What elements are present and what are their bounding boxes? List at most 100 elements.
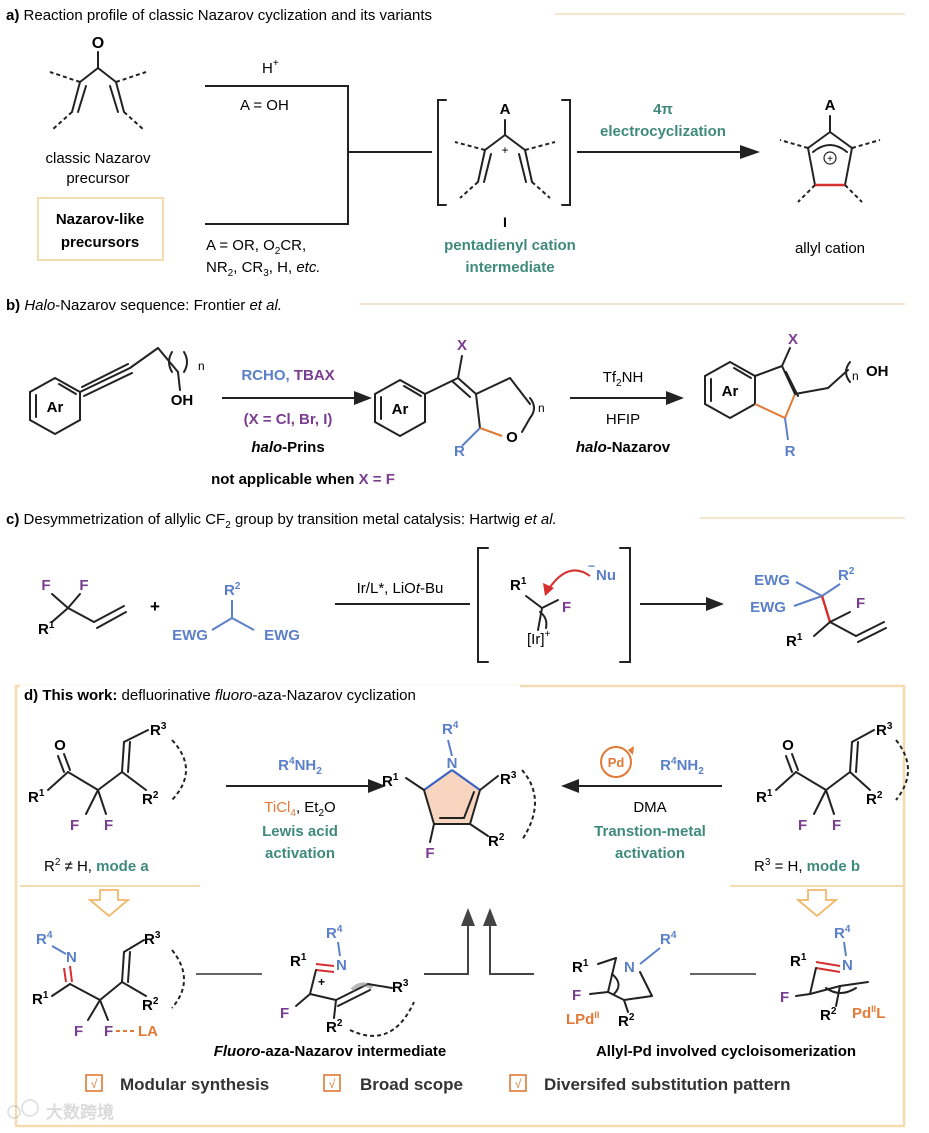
classic-precursor-label-1: classic Nazarov (45, 150, 151, 167)
svg-text:Ar: Ar (722, 383, 739, 400)
svg-text:R1: R1 (382, 772, 399, 790)
left-reagent: R4NH2 (278, 756, 322, 777)
plus-sign: + (150, 597, 160, 616)
malonate-structure: R2 EWG EWG (172, 581, 300, 644)
prins-step-label: halo-Prins (251, 439, 324, 456)
svg-text:R1: R1 (290, 952, 307, 970)
indene-product-structure: Ar X R n OH (704, 331, 889, 460)
svg-text:F: F (104, 1023, 113, 1040)
svg-text:−: − (588, 559, 595, 573)
this-work-frame (14, 684, 906, 1128)
svg-text:X: X (457, 337, 467, 354)
desymmetrized-product-structure: EWG EWG R2 F R1 (750, 566, 887, 650)
check-box-1 (85, 1074, 103, 1092)
bottom-path-line (205, 152, 349, 225)
feature-legend: √ Modular synthesis √ Broad scope √ Dive… (85, 1074, 791, 1094)
svg-text:+: + (501, 143, 508, 157)
svg-text:R3: R3 (876, 721, 893, 739)
halo-prins-product-structure: Ar X R O n (374, 337, 545, 460)
nazarov-step-label: halo-Nazarov (576, 439, 671, 456)
svg-text:R2: R2 (838, 566, 855, 584)
svg-text:Ar: Ar (392, 401, 409, 418)
svg-text:R3: R3 (150, 721, 167, 739)
svg-text:R1: R1 (756, 788, 773, 806)
svg-text:R3: R3 (392, 978, 409, 996)
svg-text:n: n (198, 359, 205, 373)
ir-conditions: Ir/L*, LiOt-Bu (357, 580, 444, 597)
lewis-acid-label-2: activation (265, 845, 335, 862)
hfip-label: HFIP (606, 411, 640, 428)
svg-text:F: F (79, 577, 88, 594)
watermark-text: 大数跨境 (46, 1102, 114, 1122)
prins-reagent: RCHO, TBAX (241, 367, 334, 384)
svg-text:R3: R3 (144, 930, 161, 948)
section-d: d) This work: defluorinative fluoro-aza-… (7, 684, 909, 1128)
svg-text:R: R (454, 443, 465, 460)
intermediate-label-1: pentadienyl cation (444, 237, 576, 254)
svg-text:+: + (318, 975, 325, 989)
svg-text:R2: R2 (820, 1006, 837, 1024)
svg-text:R4: R4 (326, 924, 343, 942)
svg-text:R1: R1 (28, 788, 45, 806)
arrow-label-4pi: 4π (653, 101, 673, 118)
svg-text:R1: R1 (790, 952, 807, 970)
svg-text:R1: R1 (786, 632, 803, 650)
svg-text:Ar: Ar (47, 399, 64, 416)
check-box-2 (323, 1074, 341, 1092)
section-a: a) Reaction profile of classic Nazarov c… (6, 7, 905, 279)
ir-allyl-intermediate: R1 F [Ir]+ − Nu (477, 547, 631, 663)
legend-diversified-substitution: Diversifed substitution pattern (544, 1075, 791, 1094)
intermediate-label-2: intermediate (465, 259, 554, 276)
allyl-cation-structure: A + (779, 97, 881, 203)
svg-text:R2: R2 (488, 832, 505, 850)
left-conditions: TiCl4, Et2O (264, 799, 335, 819)
dma-label: DMA (633, 799, 666, 816)
nazarov-like-box (37, 197, 164, 261)
svg-text:PdIIL: PdIIL (852, 1004, 885, 1022)
svg-text:N: N (336, 957, 347, 974)
section-b: b) Halo-Nazarov sequence: Frontier et al… (6, 297, 905, 488)
svg-text:LPdII: LPdII (566, 1010, 599, 1028)
svg-text:O: O (782, 737, 794, 754)
mode-a-open-arrow (87, 889, 131, 918)
mode-b-open-arrow (795, 889, 839, 918)
svg-text:A: A (500, 101, 511, 118)
fluoropyrrole-product-structure: N R4 R1 F R3 R2 (382, 720, 536, 862)
svg-text:O: O (506, 429, 518, 446)
svg-text:R1: R1 (32, 990, 49, 1008)
svg-text:F: F (41, 577, 50, 594)
svg-text:EWG: EWG (750, 599, 786, 616)
svg-text:R4: R4 (442, 720, 459, 738)
section-a-header: a) Reaction profile of classic Nazarov c… (6, 7, 432, 24)
svg-text:Pd: Pd (608, 755, 625, 770)
fluoro-aza-nazarov-intermediate: R4 N R1 + F R3 R2 (280, 924, 415, 1037)
check-mark-1: √ (91, 1077, 98, 1091)
svg-text:LA: LA (138, 1023, 158, 1040)
allylic-cf2-structure: F F R1 (38, 577, 127, 638)
svg-text:O: O (54, 737, 66, 754)
pd-allyl-open-intermediate: R4 N R1 F R2 PdIIL (780, 924, 885, 1024)
svg-text:F: F (780, 989, 789, 1006)
svg-text:N: N (842, 957, 853, 974)
svg-text:R: R (785, 443, 796, 460)
svg-text:EWG: EWG (264, 627, 300, 644)
svg-text:n: n (538, 401, 545, 415)
svg-text:R2: R2 (618, 1012, 635, 1030)
check-mark-2: √ (329, 1077, 336, 1091)
svg-text:EWG: EWG (754, 572, 790, 589)
svg-text:N: N (66, 949, 77, 966)
cond-a-list-2: NR2, CR3, H, etc. (206, 259, 321, 279)
svg-text:Nu: Nu (596, 567, 616, 584)
svg-text:R4: R4 (834, 924, 851, 942)
svg-text:F: F (104, 817, 113, 834)
pd-cycle-icon: Pd (600, 746, 634, 778)
section-d-header: d) This work: defluorinative fluoro-aza-… (24, 687, 416, 704)
svg-text:n: n (852, 369, 859, 383)
aryl-alkynol-structure: Ar n OH (29, 347, 205, 436)
svg-text:F: F (856, 595, 865, 612)
svg-text:OH: OH (171, 392, 194, 409)
svg-text:X: X (788, 331, 798, 348)
legend-broad-scope: Broad scope (360, 1075, 463, 1094)
svg-text:R2: R2 (866, 790, 883, 808)
